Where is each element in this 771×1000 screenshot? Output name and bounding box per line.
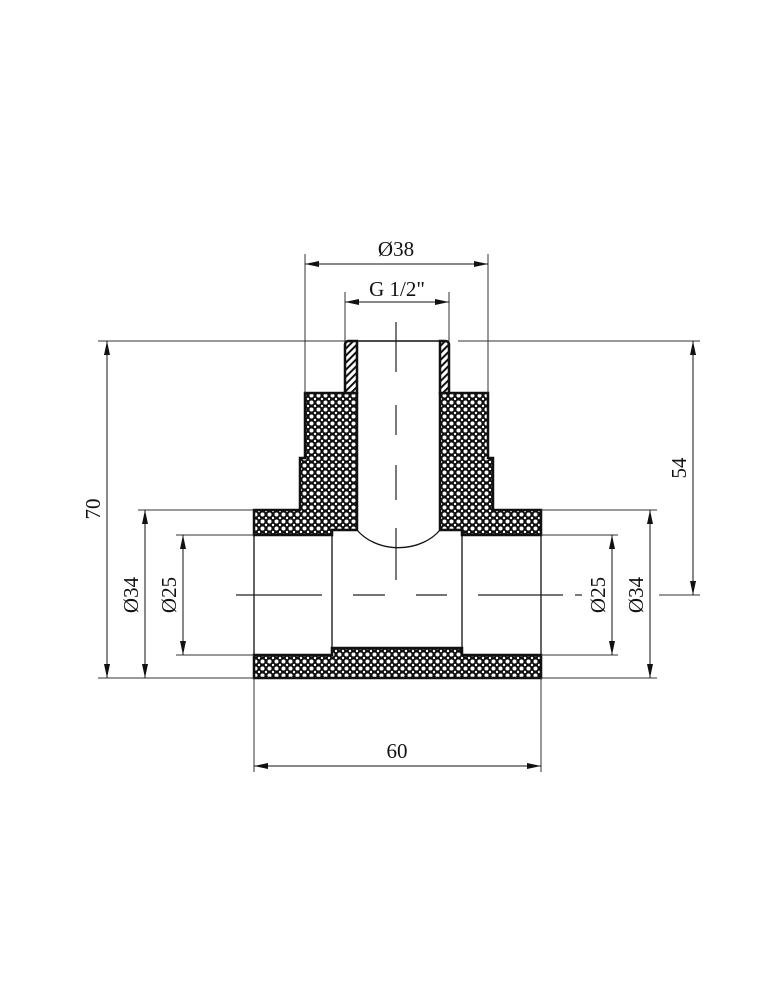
label-od38: Ø38	[378, 237, 414, 261]
label-overall-height: 70	[81, 499, 105, 520]
body-section-bottom	[252, 646, 543, 680]
label-right-od34: Ø34	[624, 576, 648, 613]
extension-lines	[98, 254, 700, 772]
label-branch-height: 54	[667, 457, 691, 479]
body-section-right	[438, 391, 543, 537]
label-thread: G 1/2"	[369, 277, 425, 301]
dimension-lines	[104, 261, 696, 769]
label-left-od34: Ø34	[119, 576, 143, 613]
thread-right	[438, 339, 451, 395]
dimension-labels: Ø38 G 1/2" 70 Ø34 Ø25 Ø25 Ø34 54 60	[81, 237, 691, 763]
label-right-id25: Ø25	[586, 577, 610, 613]
fitting-body	[252, 339, 543, 680]
label-overall-length: 60	[387, 739, 408, 763]
center-lines	[236, 322, 582, 596]
label-left-id25: Ø25	[157, 577, 181, 613]
body-section-left	[252, 391, 359, 537]
thread-left	[343, 339, 359, 395]
